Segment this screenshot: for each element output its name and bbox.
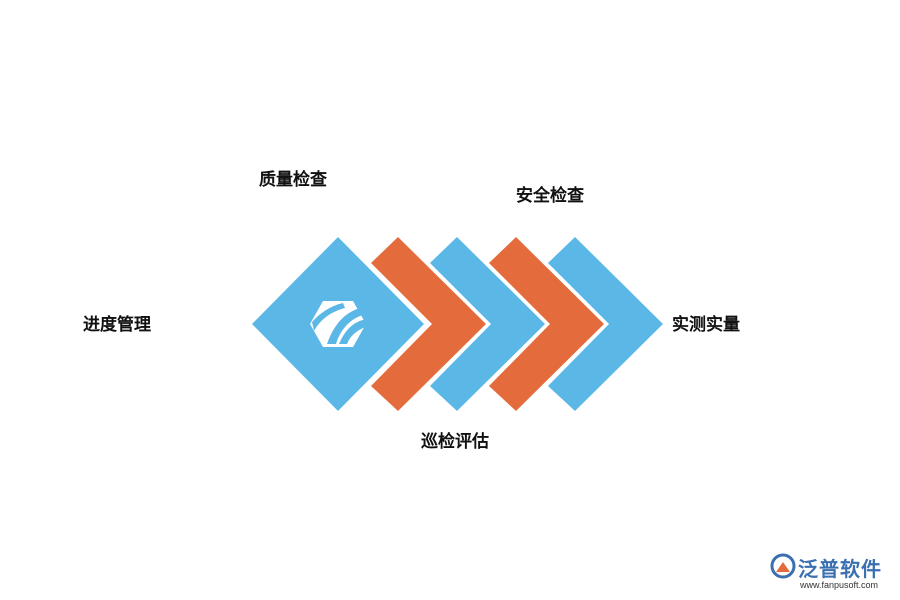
step-label-patrol: 巡检评估	[421, 432, 489, 452]
chevron-3	[489, 237, 604, 411]
watermark-url: www.fanpusoft.com	[800, 580, 879, 590]
step-label-progress: 进度管理	[83, 315, 151, 335]
watermark: 泛普软件 www.fanpusoft.com	[770, 553, 892, 593]
fanpu-logo-icon	[770, 553, 796, 579]
step-label-safety: 安全检查	[516, 186, 584, 206]
watermark-name: 泛普软件	[798, 557, 882, 581]
step-label-measure: 实测实量	[672, 315, 740, 335]
chevron-1	[371, 237, 486, 411]
step-label-quality: 质量检查	[259, 170, 327, 190]
brand-hexagon-icon	[310, 301, 366, 347]
chevron-2	[430, 237, 545, 411]
chevron-4	[548, 237, 663, 411]
